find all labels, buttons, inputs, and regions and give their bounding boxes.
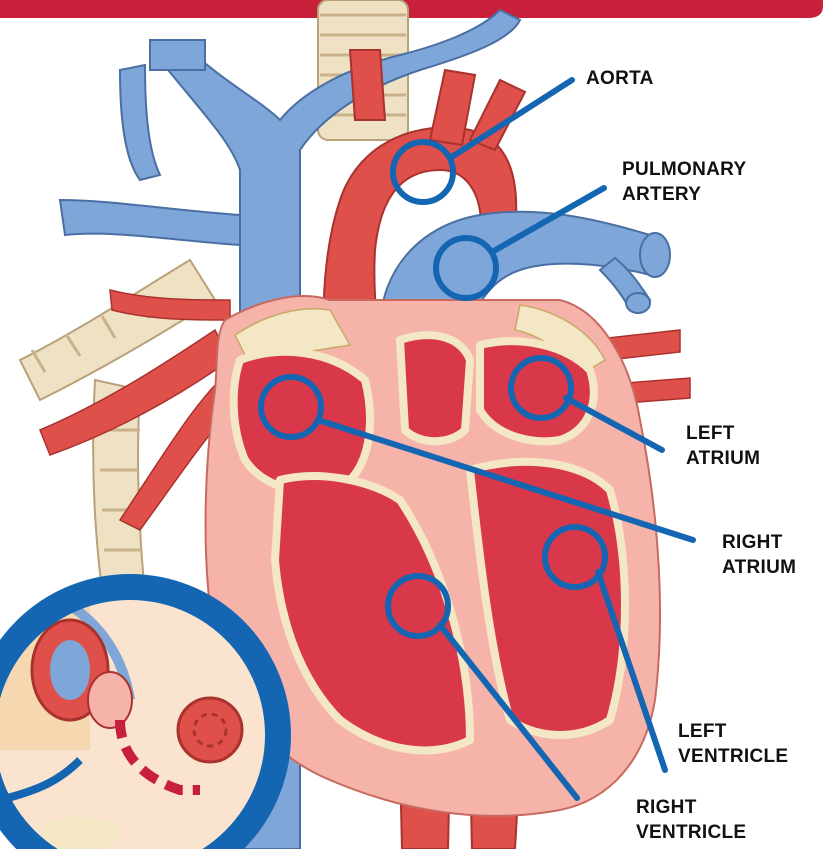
label-left-atrium-line2: ATRIUM <box>686 446 760 471</box>
top-banner <box>0 0 823 18</box>
septum-left-chamber <box>400 335 470 441</box>
label-aorta-text: AORTA <box>586 66 654 91</box>
label-aorta: AORTA <box>586 66 654 91</box>
circulation-inset <box>0 580 278 849</box>
label-right-ventricle-line1: RIGHT <box>636 795 746 820</box>
label-pulmonary-artery-line2: ARTERY <box>622 182 746 207</box>
label-pulmonary-artery: PULMONARY ARTERY <box>622 157 746 207</box>
label-right-atrium-line2: ATRIUM <box>722 555 796 580</box>
label-right-atrium-line1: RIGHT <box>722 530 796 555</box>
label-pulmonary-artery-line1: PULMONARY <box>622 157 746 182</box>
label-left-ventricle-line2: VENTRICLE <box>678 744 788 769</box>
label-left-atrium: LEFT ATRIUM <box>686 421 760 471</box>
label-left-atrium-line1: LEFT <box>686 421 760 446</box>
label-right-ventricle-line2: VENTRICLE <box>636 820 746 845</box>
label-right-ventricle: RIGHT VENTRICLE <box>636 795 746 845</box>
label-right-atrium: RIGHT ATRIUM <box>722 530 796 580</box>
label-left-ventricle-line1: LEFT <box>678 719 788 744</box>
label-left-ventricle: LEFT VENTRICLE <box>678 719 788 769</box>
right-atrium-chamber <box>234 352 370 491</box>
